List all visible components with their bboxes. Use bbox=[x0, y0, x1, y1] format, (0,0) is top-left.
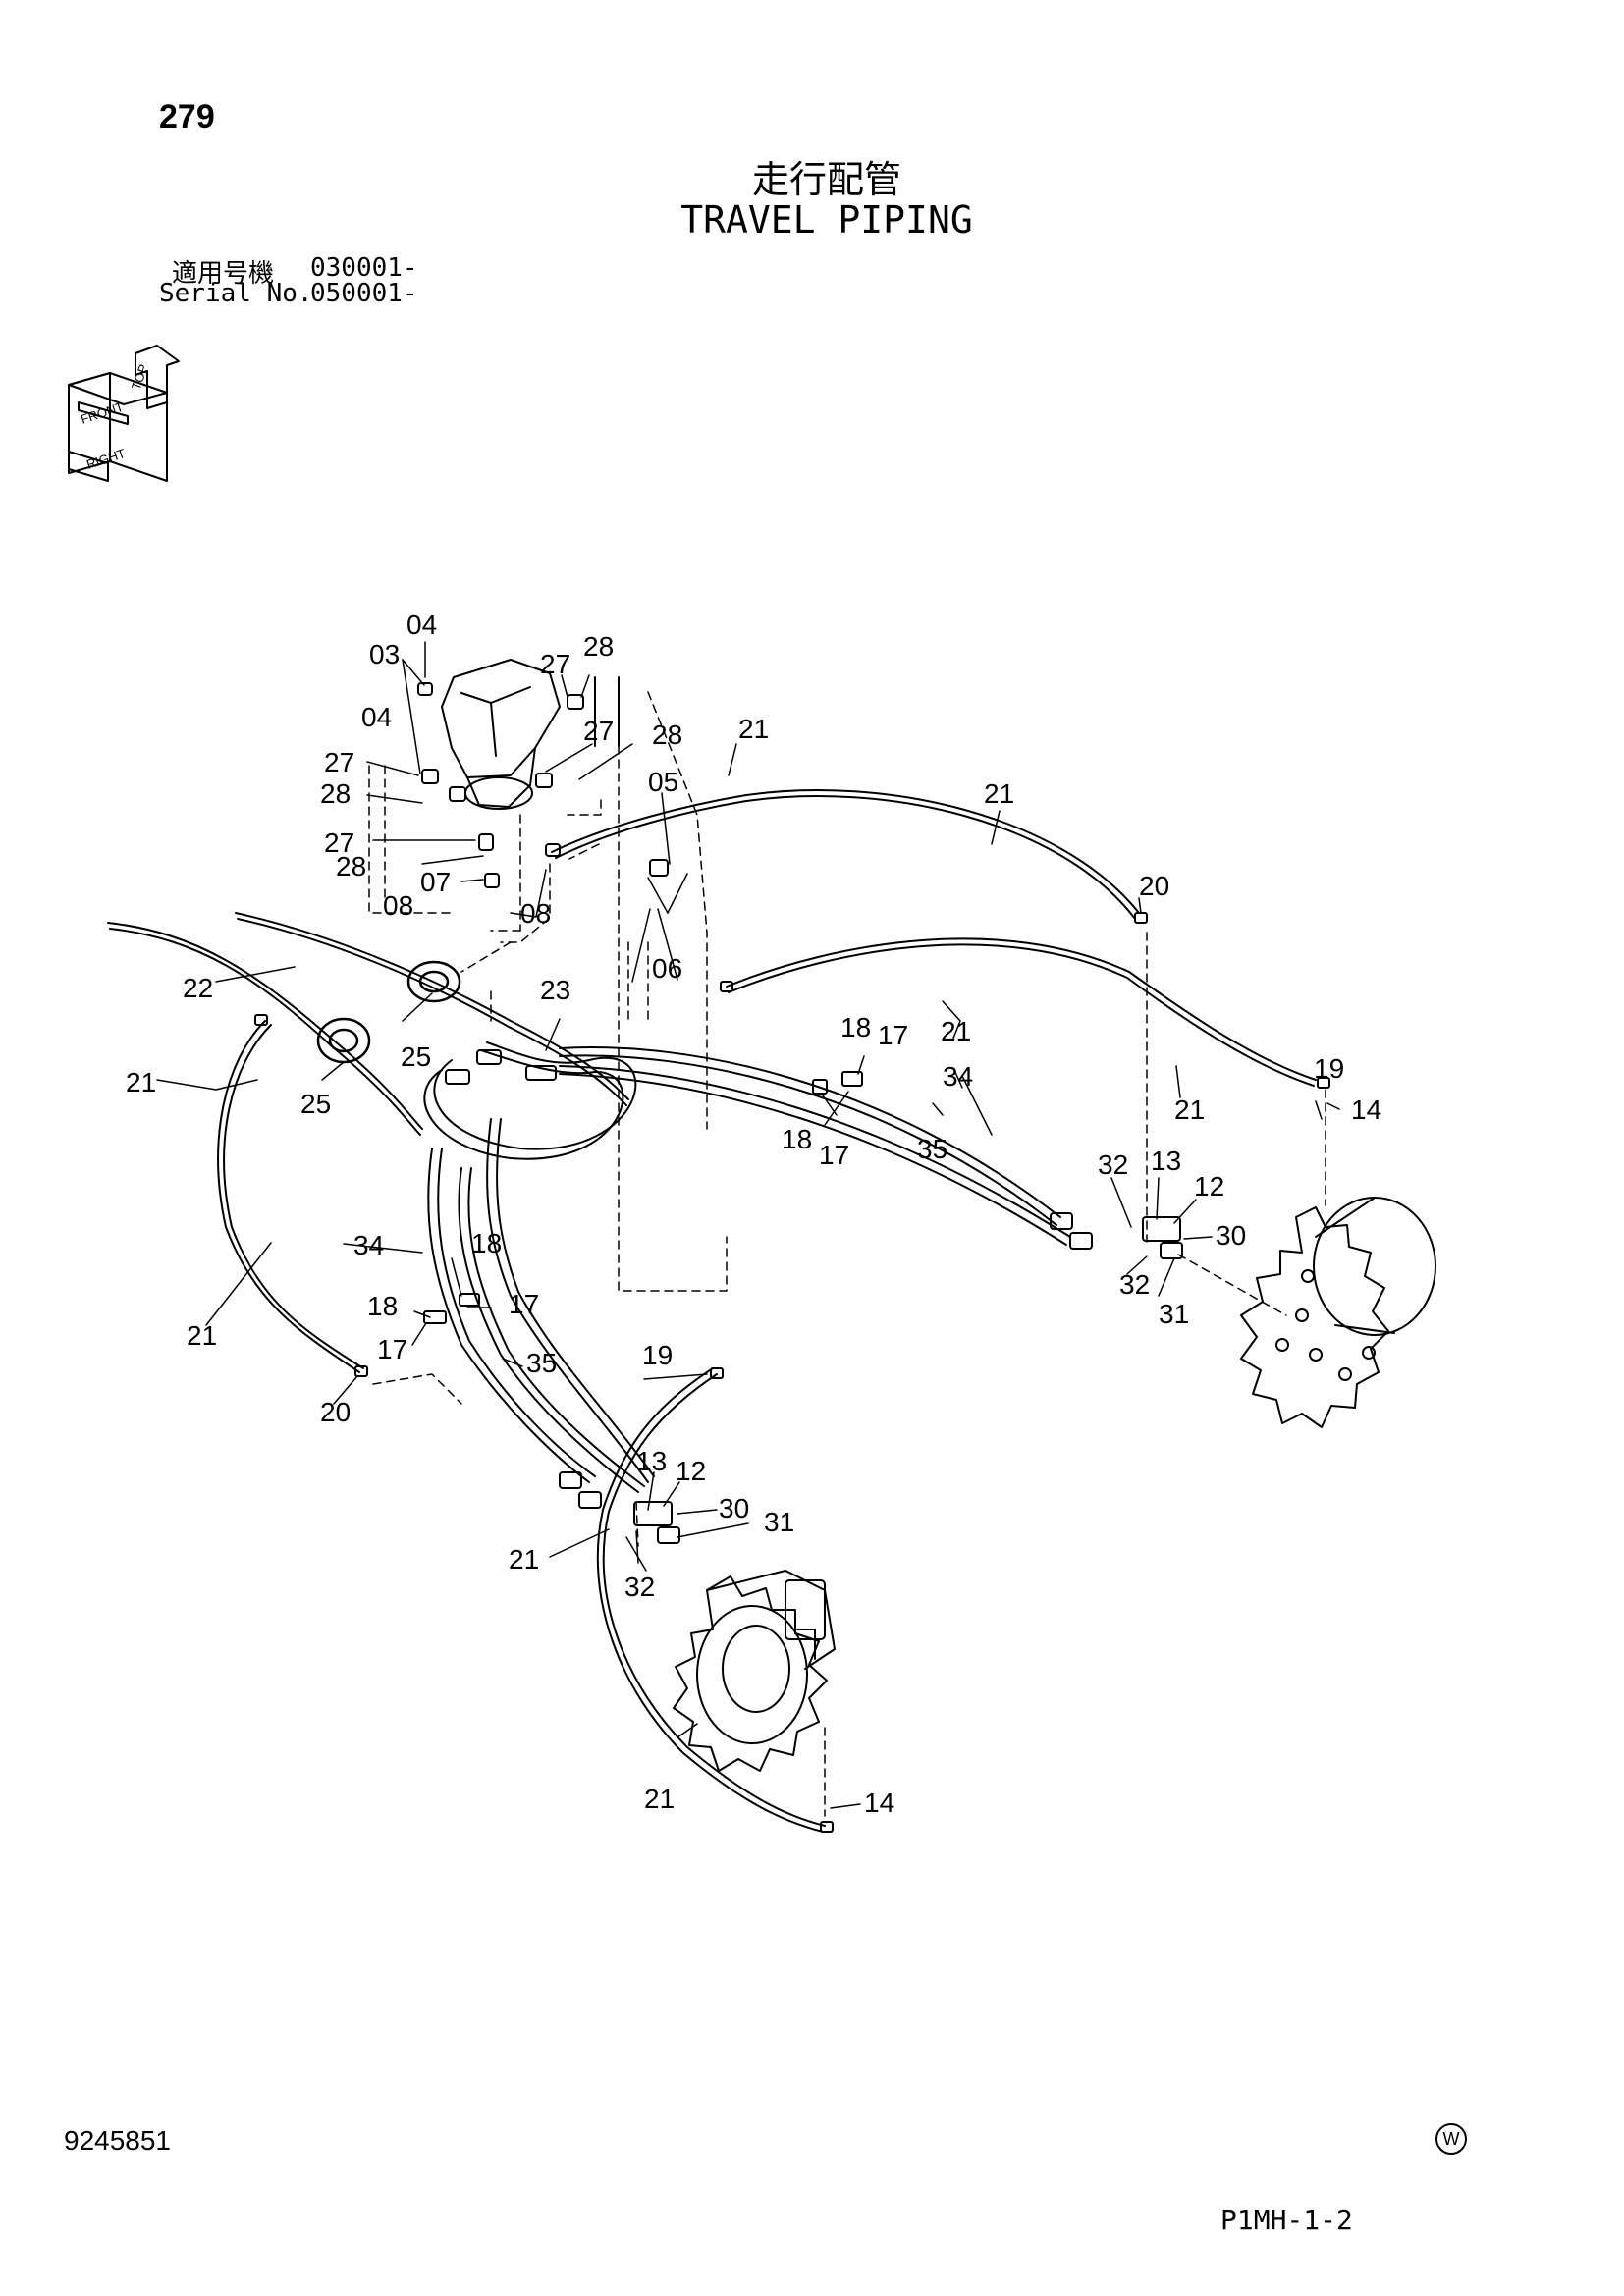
callout-17: 17 bbox=[377, 1334, 407, 1364]
callout-18: 18 bbox=[782, 1124, 812, 1154]
callout-07: 07 bbox=[420, 867, 451, 897]
serial-en-value: 050001- bbox=[310, 279, 418, 308]
callout-28: 28 bbox=[336, 851, 366, 881]
serial-jp-label: 適用号機 bbox=[172, 259, 275, 289]
leader-lines bbox=[368, 691, 1326, 1817]
callout-32: 32 bbox=[624, 1572, 655, 1602]
callout-04: 04 bbox=[361, 702, 392, 732]
callout-13: 13 bbox=[1151, 1146, 1181, 1176]
callout-34: 34 bbox=[353, 1230, 384, 1260]
callout-31: 31 bbox=[764, 1507, 794, 1537]
callout-28: 28 bbox=[320, 778, 351, 809]
callout-20: 20 bbox=[1139, 871, 1169, 901]
callout-28: 28 bbox=[652, 720, 682, 750]
callout-17: 17 bbox=[819, 1140, 849, 1170]
callout-27: 27 bbox=[583, 716, 614, 746]
callout-19: 19 bbox=[642, 1340, 673, 1370]
callout-21: 21 bbox=[984, 778, 1014, 809]
serial-jp-value: 030001- bbox=[310, 253, 418, 283]
callout-32: 32 bbox=[1119, 1269, 1150, 1300]
callout-22: 22 bbox=[183, 973, 213, 1003]
right-travel-motor bbox=[1240, 1197, 1436, 1428]
callout-21: 21 bbox=[941, 1016, 971, 1046]
callout-08: 08 bbox=[520, 898, 551, 929]
document-number: 9245851 bbox=[64, 2125, 172, 2156]
callout-17: 17 bbox=[509, 1289, 539, 1319]
callout-21: 21 bbox=[1174, 1095, 1205, 1125]
callout-31: 31 bbox=[1159, 1299, 1189, 1329]
grommet-25 bbox=[316, 960, 461, 1064]
callout-21: 21 bbox=[187, 1320, 217, 1351]
callout-leaders bbox=[156, 641, 1340, 1809]
callout-04: 04 bbox=[406, 610, 437, 640]
callout-32: 32 bbox=[1098, 1149, 1128, 1180]
callout-34: 34 bbox=[943, 1061, 973, 1092]
callout-06: 06 bbox=[652, 953, 682, 984]
callout-18: 18 bbox=[840, 1012, 871, 1042]
callout-13: 13 bbox=[636, 1446, 667, 1476]
callout-18: 18 bbox=[471, 1228, 502, 1258]
travel-hoses bbox=[107, 789, 1317, 1833]
callout-35: 35 bbox=[526, 1348, 557, 1378]
callout-14: 14 bbox=[864, 1788, 894, 1818]
callout-27: 27 bbox=[540, 649, 570, 679]
fittings bbox=[254, 682, 1330, 1833]
swivel-joint bbox=[441, 659, 620, 810]
callout-20: 20 bbox=[320, 1397, 351, 1427]
callout-25: 25 bbox=[300, 1089, 331, 1119]
watermark-w-icon: W bbox=[1435, 2123, 1467, 2155]
callout-21: 21 bbox=[738, 714, 769, 744]
page-code: P1MH-1-2 bbox=[1220, 2204, 1353, 2236]
callout-08: 08 bbox=[383, 890, 413, 921]
callout-18: 18 bbox=[367, 1291, 398, 1321]
callout-23: 23 bbox=[540, 975, 570, 1005]
callout-21: 21 bbox=[126, 1067, 156, 1097]
callout-25: 25 bbox=[401, 1041, 431, 1072]
callout-14: 14 bbox=[1351, 1095, 1381, 1125]
orientation-cube-icon: TOP FRONT RIGHT bbox=[68, 345, 180, 482]
callout-28: 28 bbox=[583, 631, 614, 662]
page-number: 279 bbox=[159, 98, 215, 135]
title-english: TRAVEL PIPING bbox=[680, 198, 973, 241]
callout-21: 21 bbox=[644, 1784, 675, 1814]
callout-12: 12 bbox=[676, 1456, 706, 1486]
serial-en-label: Serial No. bbox=[159, 279, 313, 308]
callout-05: 05 bbox=[648, 767, 678, 797]
callout-35: 35 bbox=[917, 1134, 947, 1164]
callout-27: 27 bbox=[324, 828, 354, 858]
callout-19: 19 bbox=[1314, 1053, 1344, 1084]
title-japanese: 走行配管 bbox=[751, 158, 901, 201]
orient-front-label: FRONT bbox=[79, 400, 125, 427]
callout-30: 30 bbox=[719, 1493, 749, 1523]
callout-numbers: 04 03 27 28 27 28 04 27 28 27 28 07 08 0… bbox=[126, 610, 1381, 1818]
callout-30: 30 bbox=[1216, 1220, 1246, 1251]
callout-21: 21 bbox=[509, 1544, 539, 1575]
callout-03: 03 bbox=[369, 639, 400, 669]
callout-17: 17 bbox=[878, 1020, 908, 1050]
callout-12: 12 bbox=[1194, 1171, 1224, 1201]
left-travel-motor bbox=[673, 1570, 836, 1772]
callout-27: 27 bbox=[324, 747, 354, 777]
orient-right-label: RIGHT bbox=[84, 446, 127, 472]
